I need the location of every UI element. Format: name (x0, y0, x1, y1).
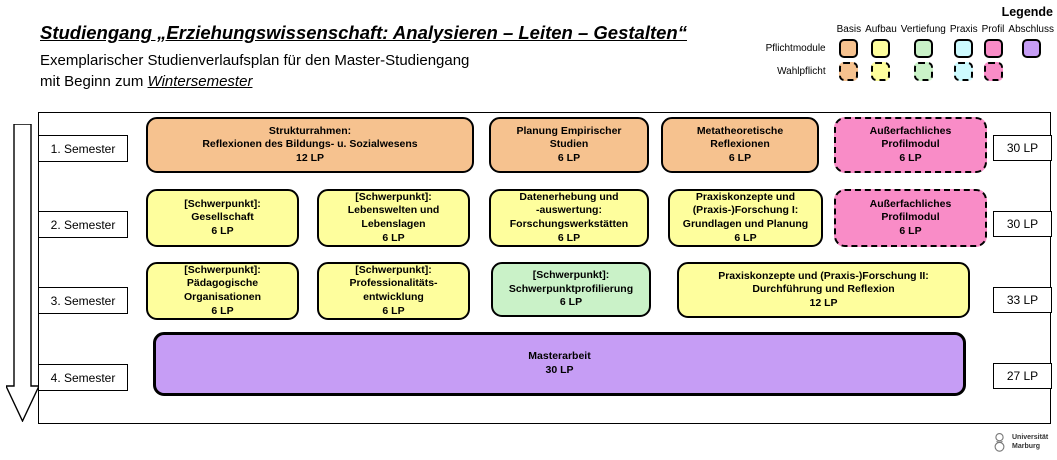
module-credits: 30 LP (545, 364, 574, 376)
semester-start-emphasis: Wintersemester (147, 73, 253, 90)
legend-col-basis: Basis (836, 24, 862, 35)
legend-swatch-profil-pflicht (983, 39, 1003, 58)
semester-4-credits-total: 27 LP (993, 363, 1052, 389)
module-title: [Schwerpunkt]: Gesellschaft (184, 197, 261, 224)
legend-row-wahlpflicht: Wahlpflicht (777, 66, 826, 77)
semester-label-2: 2. Semester (38, 211, 128, 238)
subtitle-prefix: mit Beginn zum (40, 73, 148, 90)
legend-swatch-praxis-pflicht (954, 39, 974, 58)
legend-swatch-profil-wahl (983, 62, 1003, 81)
legend-swatch-praxis-wahl (954, 62, 974, 81)
module-credits: 12 LP (295, 151, 324, 164)
legend-swatch-basis-wahl (839, 62, 859, 81)
module-title: [Schwerpunkt]: Professionalitäts- entwic… (349, 263, 438, 303)
legend-col-abschluss: Abschluss (1008, 24, 1054, 35)
module-title: Praxiskonzepte und (Praxis-)Forschung I:… (682, 190, 809, 230)
legend-row-pflichtmodule: Pflichtmodule (765, 43, 826, 54)
module-credits: 6 LP (899, 224, 922, 237)
module-title: Außerfachliches Profilmodul (869, 197, 952, 224)
module-schwerpunkt-gesellschaft: [Schwerpunkt]: Gesellschaft 6 LP (146, 189, 299, 247)
university-logo-text: Universität Marburg (1012, 434, 1049, 450)
legend-col-profil: Profil (981, 24, 1005, 35)
plan-frame (38, 112, 1051, 424)
page-subtitle: Exemplarischer Studienverlaufsplan für d… (40, 52, 470, 69)
module-credits: 6 LP (211, 224, 234, 237)
semester-label-4: 4. Semester (38, 364, 128, 391)
module-praxiskonzepte-1: Praxiskonzepte und (Praxis-)Forschung I:… (668, 189, 823, 247)
module-credits: 6 LP (382, 231, 405, 244)
module-schwerpunkt-lebenswelten: [Schwerpunkt]: Lebenswelten und Lebensla… (317, 189, 470, 247)
module-title: Praxiskonzepte und (Praxis-)Forschung II… (718, 269, 929, 296)
module-credits: 6 LP (734, 231, 757, 244)
module-credits: 6 LP (728, 151, 752, 164)
legend-swatch-basis-pflicht (839, 39, 859, 58)
legend-swatch-vertiefung-wahl (913, 62, 933, 81)
module-profilmodul-sem1: Außerfachliches Profilmodul 6 LP (834, 117, 987, 173)
semester-timeline-arrow-icon (6, 124, 40, 422)
module-credits: 12 LP (809, 296, 838, 309)
module-profilmodul-sem2: Außerfachliches Profilmodul 6 LP (834, 189, 987, 247)
semester-1-credits-total: 30 LP (993, 135, 1052, 161)
module-paedagogische-organisationen: [Schwerpunkt]: Pädagogische Organisation… (146, 262, 299, 320)
module-metatheoretische-reflexionen: Metatheoretische Reflexionen 6 LP (661, 117, 819, 173)
module-planung-empirischer-studien: Planung Empirischer Studien 6 LP (489, 117, 649, 173)
semester-label-3: 3. Semester (38, 287, 128, 314)
module-professionalitaetsentwicklung: [Schwerpunkt]: Professionalitäts- entwic… (317, 262, 470, 320)
module-title: [Schwerpunkt]: Pädagogische Organisation… (183, 263, 261, 303)
module-title: Strukturrahmen: Reflexionen des Bildungs… (202, 124, 418, 151)
page-subtitle-2: mit Beginn zum Wintersemester (40, 73, 252, 90)
legend-swatch-aufbau-wahl (871, 62, 891, 81)
legend: Basis Aufbau Vertiefung Praxis Profil Ab… (766, 24, 1054, 81)
module-masterarbeit: Masterarbeit 30 LP (153, 332, 966, 396)
semester-label-1: 1. Semester (38, 135, 128, 162)
legend-swatch-aufbau-pflicht (871, 39, 891, 58)
module-credits: 6 LP (211, 304, 234, 317)
module-title: [Schwerpunkt]: Schwerpunktprofilierung (508, 269, 634, 295)
page-title: Studiengang „Erziehungswissenschaft: Ana… (40, 22, 687, 43)
module-credits: 6 LP (382, 304, 405, 317)
module-title: Planung Empirischer Studien (516, 124, 622, 151)
legend-swatch-vertiefung-pflicht (913, 39, 933, 58)
university-logo: Universität Marburg (991, 432, 1048, 453)
module-credits: 6 LP (559, 296, 583, 309)
legend-col-praxis: Praxis (949, 24, 978, 35)
module-title: Metatheoretische Reflexionen (696, 124, 784, 151)
legend-col-aufbau: Aufbau (865, 24, 897, 35)
university-seal-icon (994, 433, 1005, 452)
module-datenerhebung: Datenerhebung und -auswertung: Forschung… (489, 189, 649, 247)
legend-col-vertiefung: Vertiefung (900, 24, 946, 35)
legend-swatch-abschluss-pflicht (1021, 39, 1041, 58)
module-strukturrahmen: Strukturrahmen: Reflexionen des Bildungs… (146, 117, 474, 173)
module-title: Masterarbeit (528, 350, 591, 363)
module-schwerpunktprofilierung: [Schwerpunkt]: Schwerpunktprofilierung 6… (491, 262, 651, 317)
module-credits: 6 LP (899, 151, 922, 164)
module-praxiskonzepte-2: Praxiskonzepte und (Praxis-)Forschung II… (677, 262, 970, 318)
semester-2-credits-total: 30 LP (993, 211, 1052, 237)
module-title: Datenerhebung und -auswertung: Forschung… (509, 190, 629, 230)
legend-title: Legende (1001, 5, 1053, 19)
module-credits: 6 LP (557, 231, 581, 244)
module-title: [Schwerpunkt]: Lebenswelten und Lebensla… (347, 190, 440, 230)
semester-3-credits-total: 33 LP (993, 287, 1052, 313)
module-credits: 6 LP (557, 151, 581, 164)
module-title: Außerfachliches Profilmodul (869, 124, 952, 151)
